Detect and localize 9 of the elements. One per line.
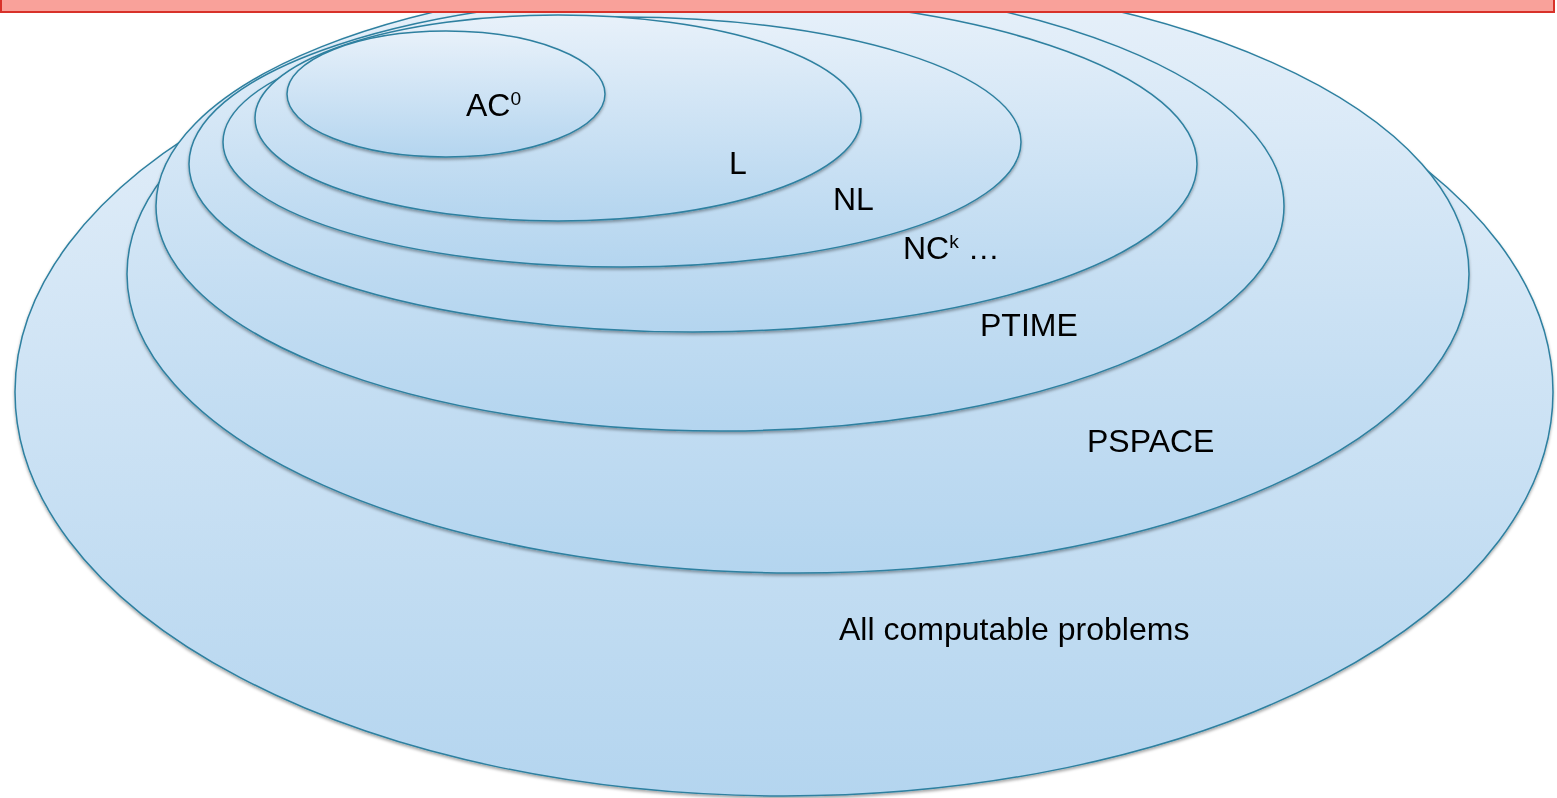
set-ellipse bbox=[222, 16, 1022, 268]
set-ellipse bbox=[286, 30, 606, 158]
class-label: All computable problems bbox=[839, 613, 1190, 645]
class-label: L bbox=[729, 147, 747, 179]
class-label: PTIME bbox=[980, 309, 1078, 341]
class-label: NL bbox=[833, 183, 874, 215]
class-label: PSPACE bbox=[1087, 425, 1215, 457]
class-label: NC$^{k}$ … bbox=[903, 232, 1000, 264]
class-label: AC$^{0}$ bbox=[466, 89, 522, 121]
